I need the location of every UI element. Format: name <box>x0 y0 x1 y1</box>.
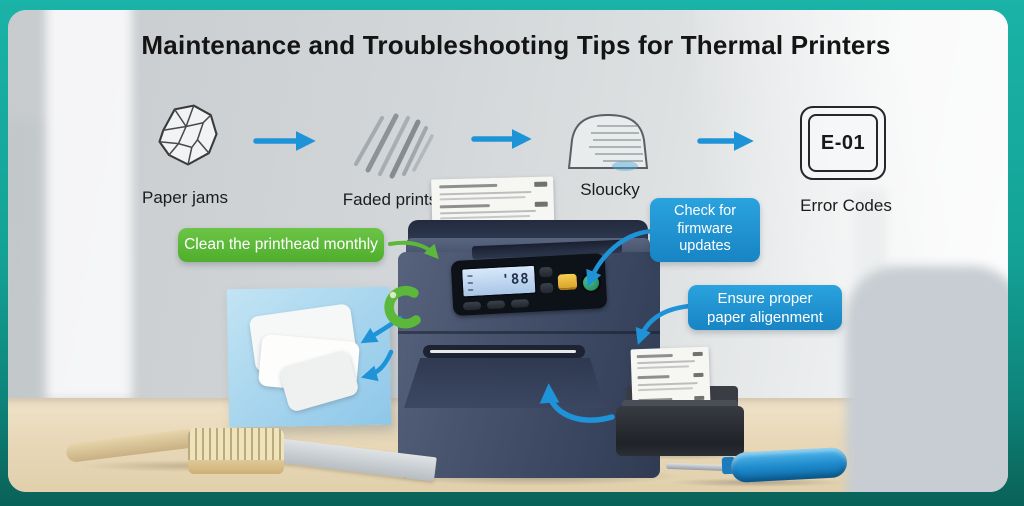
printer-output-slot <box>423 345 585 358</box>
callout-clean-printhead: Clean the printhead monthly <box>178 228 384 262</box>
page-title: Maintenance and Troubleshooting Tips for… <box>141 30 891 60</box>
callout-check-firmware: Check for firmware updates <box>650 198 760 262</box>
receipt-text-line <box>692 351 703 357</box>
receipt-text-line <box>637 375 670 380</box>
slumped-receipt-icon <box>567 113 649 171</box>
receipt-text-line <box>637 382 698 387</box>
brush-base <box>188 460 284 474</box>
receipt-text-line <box>439 183 498 189</box>
screwdriver-handle <box>730 446 848 484</box>
printer-seam <box>398 331 660 334</box>
wall-shading <box>8 120 40 410</box>
lcd-value: '88 <box>501 270 531 289</box>
cleaning-brush <box>188 428 284 474</box>
receipt-text-line <box>534 181 548 187</box>
issue-label-sloucky: Sloucky <box>580 180 640 199</box>
printer-chin-panel <box>404 358 606 408</box>
receipt-text-line <box>637 387 693 392</box>
office-chair <box>846 266 1008 492</box>
receipt-text-line <box>693 372 704 378</box>
callout-line: paper aligenment <box>707 309 823 326</box>
faded-streaks-icon <box>354 113 434 179</box>
slot-paper-edge <box>430 350 576 353</box>
receipt-text-line <box>636 360 696 365</box>
printer-feed-button <box>557 273 578 291</box>
printer-lcd: '88 <box>461 264 537 298</box>
printer-control-panel: '88 <box>450 253 608 316</box>
issue-label-paper-jams: Paper jams <box>142 188 228 207</box>
receipt-text-line <box>440 215 531 220</box>
callout-line: Ensure proper <box>717 290 813 307</box>
scene: Maintenance and Troubleshooting Tips for… <box>8 10 1008 492</box>
callout-line: updates <box>679 238 731 254</box>
callout-line: firmware <box>677 220 733 237</box>
receipt-text-line <box>439 196 526 201</box>
callout-line: Check for <box>673 203 737 219</box>
issue-label-faded-prints: Faded prints <box>342 190 438 209</box>
printer-button <box>486 300 506 310</box>
printer-power-button <box>582 274 600 292</box>
receipt-text-line <box>439 190 532 196</box>
receipt-text-line <box>439 204 490 209</box>
error-code-display-icon: E-01 <box>800 106 886 180</box>
window-light-column <box>46 10 132 400</box>
printer-button <box>539 282 554 294</box>
brush-bristles <box>188 428 284 460</box>
error-code-value: E-01 <box>808 114 878 172</box>
receipt-text-line <box>637 365 690 370</box>
printer-button <box>462 301 482 311</box>
receipt-dock <box>616 406 744 456</box>
receipt-text-line <box>439 209 536 215</box>
issue-label-error-codes: Error Codes <box>800 196 892 215</box>
printer-button <box>510 299 530 308</box>
lcd-status-dots <box>467 274 474 292</box>
screwdriver-shadow <box>668 478 844 487</box>
printer-button <box>539 266 553 278</box>
callout-paper-alignment: Ensure proper paper aligenment <box>688 285 842 330</box>
receipt-text-line <box>636 353 673 359</box>
receipt-text-line <box>534 201 548 207</box>
crumpled-paper-icon <box>158 104 218 166</box>
